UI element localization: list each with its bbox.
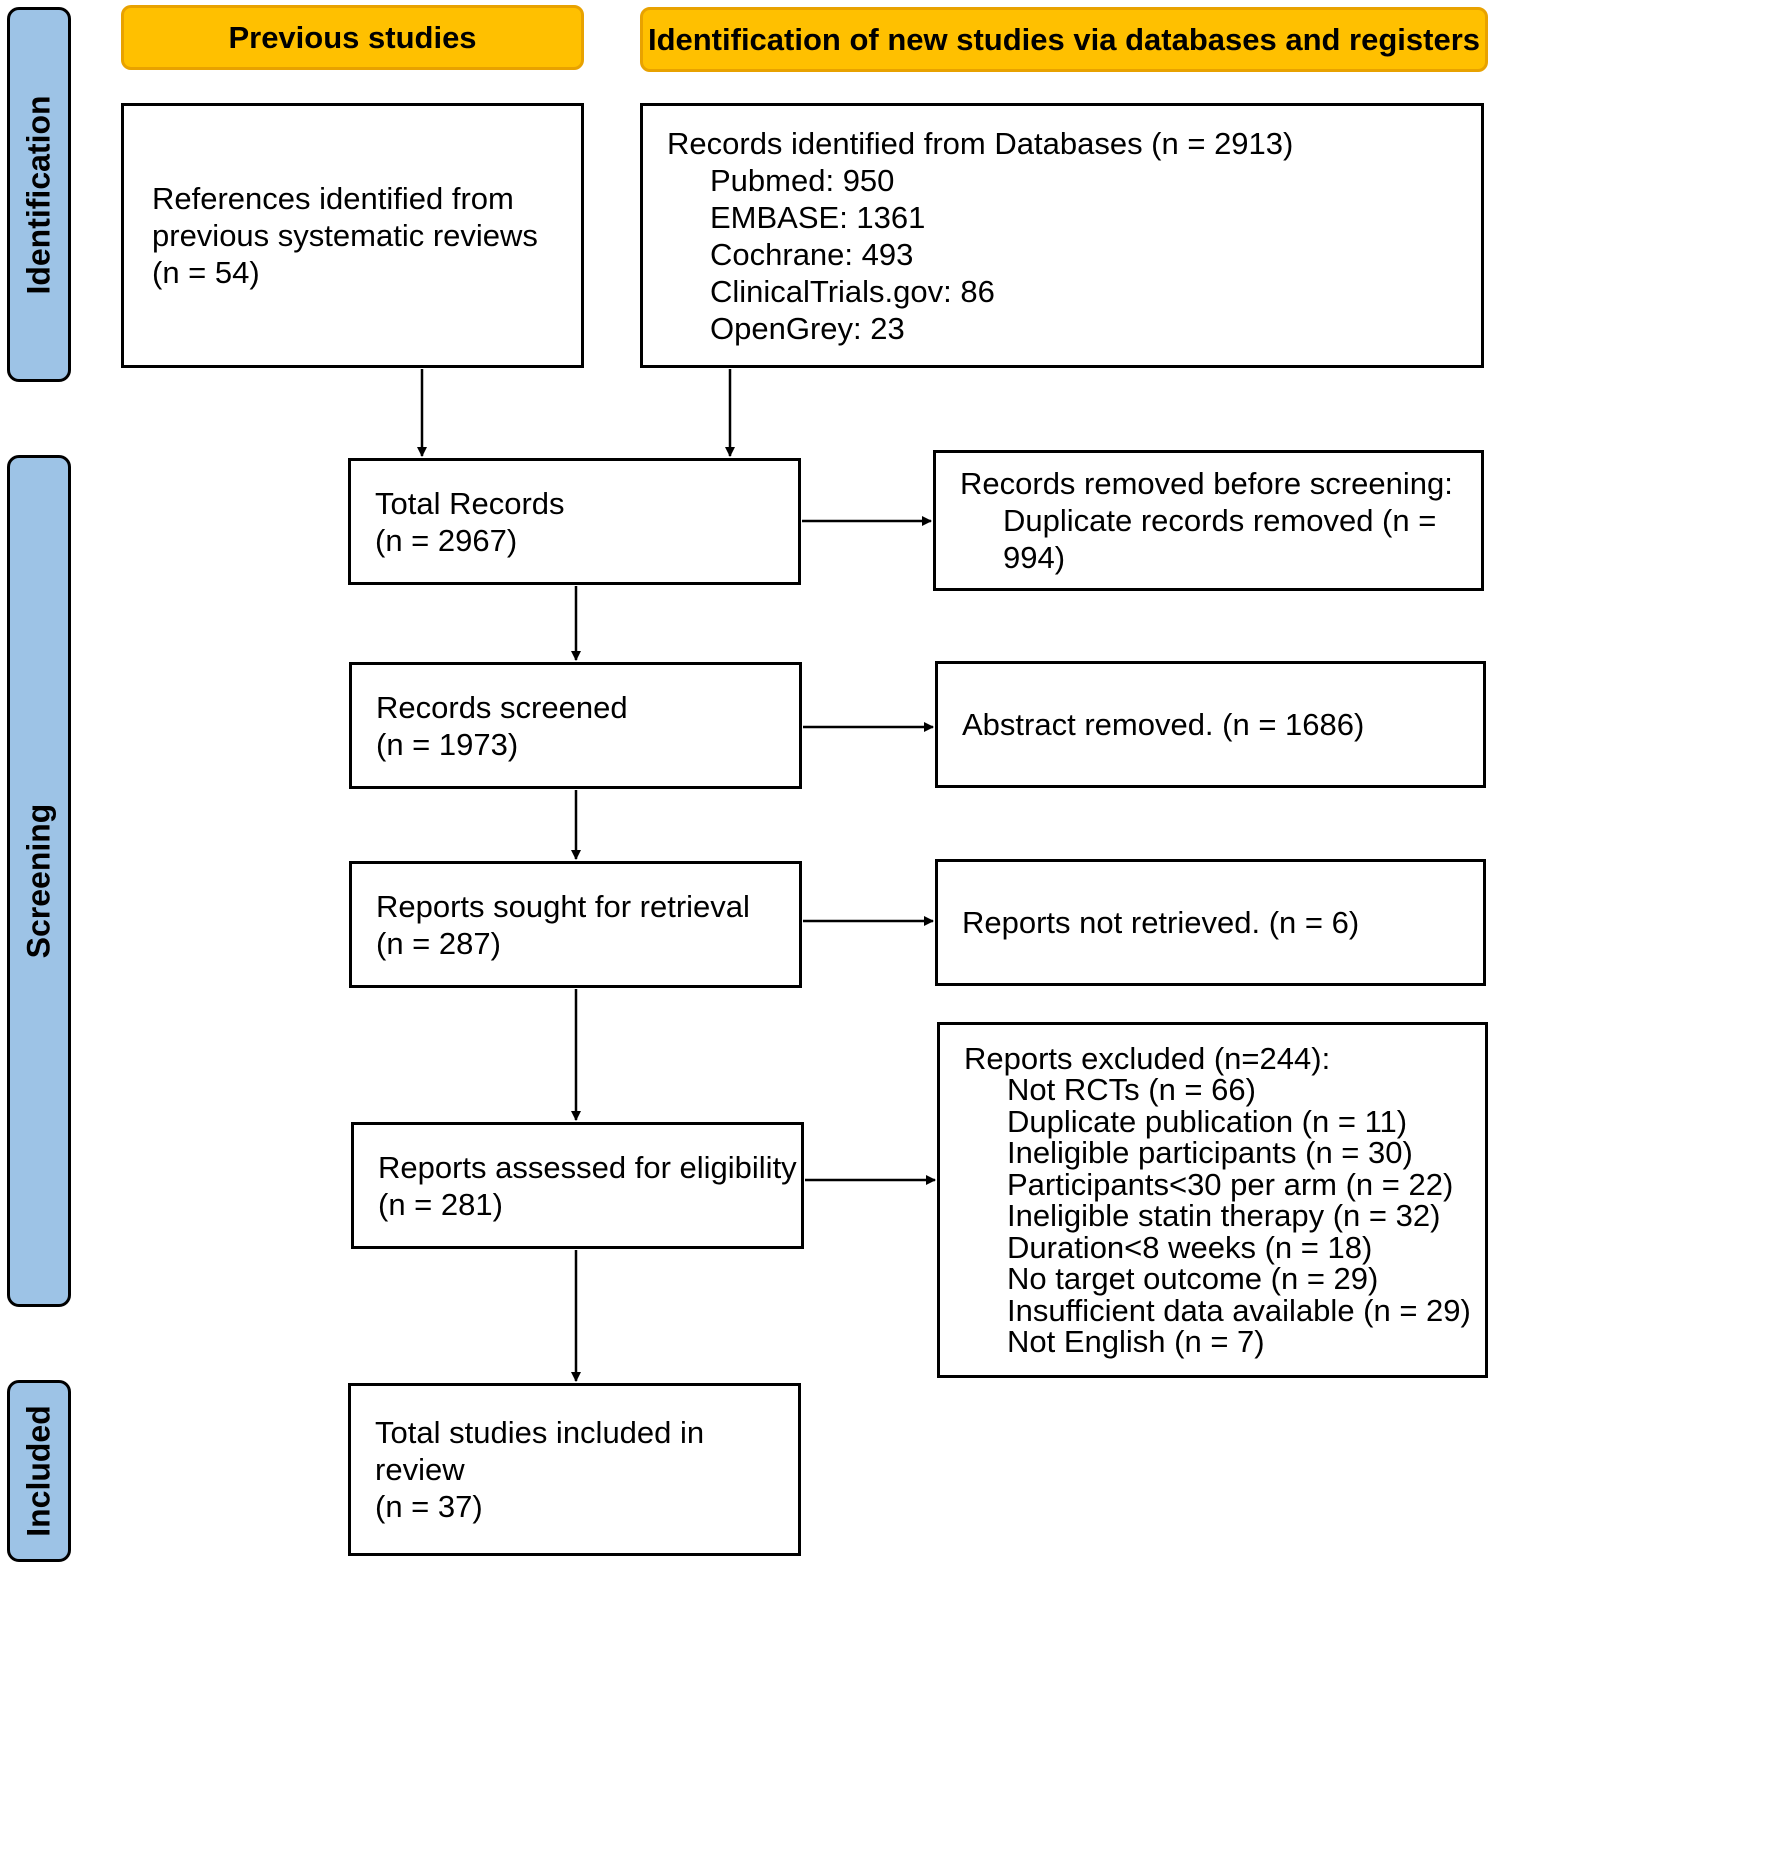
box-title: Records removed before screening: <box>960 466 1453 501</box>
box-line: (n = 1973) <box>376 726 519 762</box>
box-title: Records identified from Databases (n = 2… <box>667 125 1294 161</box>
banner-previous-studies: Previous studies <box>121 5 584 70</box>
excluded-item: Ineligible statin therapy (n = 32) <box>1007 1198 1441 1233</box>
phase-included: Included <box>7 1380 71 1562</box>
box-reports-assessed: Reports assessed for eligibility (n = 28… <box>351 1122 804 1249</box>
box-total-records: Total Records (n = 2967) <box>348 458 801 585</box>
excluded-item: Not English (n = 7) <box>1007 1324 1265 1359</box>
database-item: Cochrane: 493 <box>710 236 914 272</box>
phase-screening: Screening <box>7 455 71 1307</box>
box-line: References identified from <box>152 181 514 216</box>
box-abstract-removed: Abstract removed. (n = 1686) <box>935 661 1486 788</box>
excluded-item: Duration<8 weeks (n = 18) <box>1007 1229 1373 1265</box>
box-line: Reports not retrieved. (n = 6) <box>962 905 1360 940</box>
box-line: Records screened <box>376 689 628 725</box>
box-records-screened: Records screened (n = 1973) <box>349 662 802 789</box>
database-item: OpenGrey: 23 <box>710 310 905 346</box>
box-line: Total Records <box>375 485 565 521</box>
box-records-removed: Records removed before screening: Duplic… <box>933 450 1484 591</box>
excluded-item: No target outcome (n = 29) <box>1007 1261 1379 1296</box>
banner-previous-studies-label: Previous studies <box>228 19 477 55</box>
box-line: Reports sought for retrieval <box>376 888 750 924</box>
box-line: previous systematic reviews <box>152 218 538 253</box>
excluded-item: Ineligible participants (n = 30) <box>1007 1135 1413 1170</box>
box-line: (n = 37) <box>375 1489 483 1524</box>
database-item: ClinicalTrials.gov: 86 <box>710 273 995 309</box>
box-previous-references: References identified from previous syst… <box>121 103 584 368</box>
box-line: Total studies included in review <box>375 1415 705 1487</box>
box-line: Abstract removed. (n = 1686) <box>962 707 1365 742</box>
box-reports-sought: Reports sought for retrieval (n = 287) <box>349 861 802 988</box>
box-line: (n = 2967) <box>375 522 518 558</box>
database-item: Pubmed: 950 <box>710 162 895 198</box>
box-databases: Records identified from Databases (n = 2… <box>640 103 1484 368</box>
removed-item: Duplicate records removed (n = 994) <box>1003 503 1437 575</box>
excluded-item: Participants<30 per arm (n = 22) <box>1007 1166 1454 1202</box>
database-item: EMBASE: 1361 <box>710 199 926 235</box>
banner-new-studies-label: Identification of new studies via databa… <box>647 21 1481 57</box>
phase-identification: Identification <box>7 7 71 382</box>
excluded-item: Not RCTs (n = 66) <box>1007 1072 1256 1107</box>
box-line: (n = 287) <box>376 925 501 961</box>
banner-new-studies: Identification of new studies via databa… <box>640 7 1488 72</box>
box-title: Reports excluded (n=244): <box>964 1040 1331 1076</box>
box-line: (n = 54) <box>152 255 260 290</box>
box-reports-excluded: Reports excluded (n=244): Not RCTs (n = … <box>937 1022 1488 1378</box>
box-studies-included: Total studies included in review (n = 37… <box>348 1383 801 1556</box>
box-not-retrieved: Reports not retrieved. (n = 6) <box>935 859 1486 986</box>
box-line: Reports assessed for eligibility <box>378 1149 797 1185</box>
excluded-item: Insufficient data available (n = 29) <box>1007 1292 1471 1328</box>
excluded-item: Duplicate publication (n = 11) <box>1007 1103 1408 1139</box>
box-line: (n = 281) <box>378 1186 503 1222</box>
